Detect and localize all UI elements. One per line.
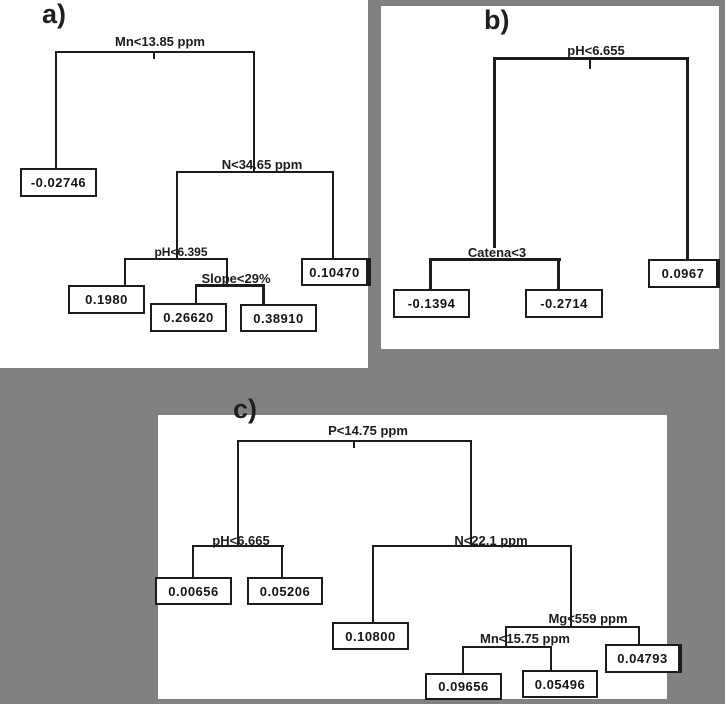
panel-c-letter: c)	[233, 394, 258, 424]
leaf-box: 0.10470	[301, 258, 371, 286]
split-label-slope-a: Slope<29%	[201, 271, 271, 286]
leaf-box: 0.10800	[332, 622, 409, 650]
panel-c	[158, 415, 667, 699]
leaf-box: 0.00656	[155, 577, 232, 605]
branch-line	[332, 171, 334, 258]
branch-line	[470, 440, 472, 547]
split-label-n-c: N<22.1 ppm	[454, 533, 528, 548]
branch-line	[429, 258, 561, 261]
branch-line	[262, 284, 265, 306]
branch-line	[493, 57, 689, 60]
branch-line	[195, 284, 265, 287]
leaf-box: 0.05206	[247, 577, 323, 605]
leaf-box: 0.38910	[240, 304, 317, 332]
branch-line	[493, 57, 496, 248]
leaf-box: -0.2714	[525, 289, 603, 318]
leaf-box: 0.04793	[605, 644, 682, 673]
branch-line	[124, 258, 228, 260]
branch-line	[505, 626, 640, 628]
leaf-box: -0.02746	[20, 168, 97, 197]
split-label-p-c: P<14.75 ppm	[328, 423, 408, 438]
branch-line	[372, 545, 572, 547]
branch-line	[124, 258, 126, 287]
branch-line	[686, 57, 689, 259]
branch-tick	[589, 60, 591, 69]
split-label-ph-b: pH<6.655	[567, 43, 625, 58]
panel-b-letter: b)	[484, 5, 510, 35]
branch-line	[192, 545, 194, 577]
branch-line	[570, 545, 572, 628]
split-label-ph-a: pH<6.395	[154, 245, 208, 259]
branch-line	[550, 646, 552, 670]
branch-line	[372, 545, 374, 622]
leaf-box: 0.05496	[522, 670, 598, 698]
branch-line	[192, 545, 284, 547]
split-label-mg-c: Mg<559 ppm	[548, 611, 628, 626]
branch-line	[237, 440, 239, 547]
branch-line	[281, 545, 283, 577]
branch-line	[638, 626, 640, 644]
leaf-box: 0.1980	[68, 285, 145, 314]
split-label-ph-c: pH<6.665	[212, 533, 270, 548]
split-label-mn-c: Mn<15.75 ppm	[480, 631, 570, 646]
leaf-box: -0.1394	[393, 289, 470, 318]
leaf-box: 0.0967	[648, 259, 720, 288]
branch-line	[55, 51, 57, 168]
split-label-catena-b: Catena<3	[467, 245, 527, 260]
branch-line	[557, 258, 560, 289]
leaf-box: 0.26620	[150, 303, 227, 332]
branch-line	[462, 646, 464, 673]
branch-line	[176, 171, 178, 260]
panel-a-letter: a)	[42, 0, 67, 29]
branch-line	[195, 284, 197, 305]
branch-line	[226, 258, 228, 286]
split-label-mn-a: Mn<13.85 ppm	[115, 34, 205, 49]
leaf-box: 0.09656	[425, 673, 502, 700]
split-label-n-a: N<34.65 ppm	[221, 157, 303, 172]
branch-tick	[153, 53, 155, 59]
branch-tick	[353, 442, 355, 448]
branch-line	[253, 51, 255, 172]
branch-line	[237, 440, 472, 442]
branch-line	[176, 171, 334, 173]
branch-line	[55, 51, 255, 53]
branch-line	[462, 646, 552, 648]
branch-line	[429, 258, 432, 289]
branch-line	[505, 626, 507, 648]
